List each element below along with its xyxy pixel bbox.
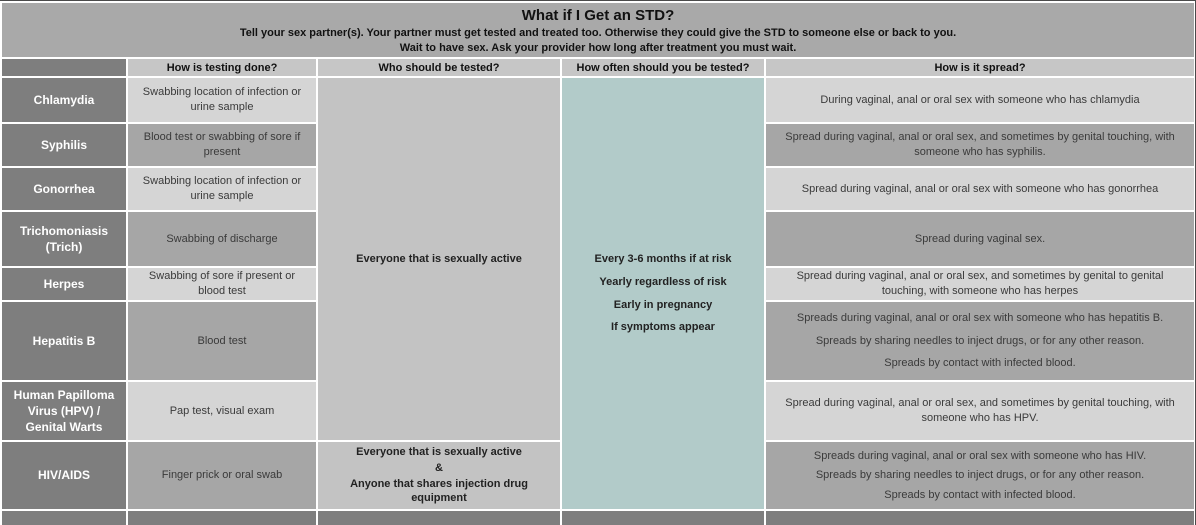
who-line: Anyone that shares injection drug equipm… [350, 477, 528, 505]
table-row-gonorrhea: Gonorrhea Swabbing location of infection… [2, 168, 1195, 210]
spread-line: Spreads by contact with infected blood. [884, 488, 1076, 501]
spread-line: Spreads during vaginal, anal or oral sex… [813, 449, 1147, 462]
table-row-herpes: Herpes Swabbing of sore if present or bl… [2, 268, 1195, 300]
table-row-trichomoniasis: Trichomoniasis (Trich) Swabbing of disch… [2, 212, 1195, 266]
spread-cell-trichomoniasis: Spread during vaginal sex. [766, 212, 1195, 266]
corner-cell [2, 59, 126, 76]
table-row-hepatitis-b: Hepatitis B Blood test Spreads during va… [2, 302, 1195, 380]
spread-cell-hepatitis-b: Spreads during vaginal, anal or oral sex… [766, 302, 1195, 380]
table-row-chlamydia: Chlamydia Swabbing location of infection… [2, 78, 1195, 509]
frequency-merged-cell: Every 3-6 months if at risk Yearly regar… [562, 78, 764, 509]
who-cell-hiv-aids: Everyone that is sexually active & Anyon… [318, 442, 560, 509]
row-header-trichomoniasis: Trichomoniasis (Trich) [2, 212, 126, 266]
row-header-hiv-aids: HIV/AIDS [2, 442, 126, 509]
subtitle-line-2: Wait to have sex. Ask your provider how … [399, 42, 797, 54]
clipped-cell [2, 511, 126, 525]
testing-cell-chlamydia: Swabbing location of infection or urine … [128, 78, 316, 122]
page-title: What if I Get an STD? [521, 7, 675, 24]
table-row-hiv-aids: HIV/AIDS Finger prick or oral swab Every… [2, 442, 1195, 509]
row-header-hpv: Human Papilloma Virus (HPV) / Genital Wa… [2, 382, 126, 440]
table-row-hpv: Human Papilloma Virus (HPV) / Genital Wa… [2, 382, 1195, 440]
title-row: What if I Get an STD? Tell your sex part… [2, 3, 1195, 57]
title-banner: What if I Get an STD? Tell your sex part… [2, 3, 1195, 57]
clipped-cell [562, 511, 764, 525]
who-line: & [435, 461, 443, 474]
spread-cell-gonorrhea: Spread during vaginal, anal or oral sex … [766, 168, 1195, 210]
subtitle-line-1: Tell your sex partner(s). Your partner m… [239, 27, 957, 39]
testing-cell-hepatitis-b: Blood test [128, 302, 316, 380]
column-header-row: How is testing done? Who should be teste… [2, 59, 1195, 76]
spread-cell-hiv-aids: Spreads during vaginal, anal or oral sex… [766, 442, 1195, 509]
frequency-line: Every 3-6 months if at risk [594, 252, 732, 265]
spread-line: Spreads by sharing needles to inject dru… [815, 469, 1145, 482]
testing-cell-hpv: Pap test, visual exam [128, 382, 316, 440]
clipped-bottom-row [2, 511, 1195, 525]
testing-cell-syphilis: Blood test or swabbing of sore if presen… [128, 124, 316, 166]
frequency-line: Yearly regardless of risk [599, 275, 727, 288]
column-header-who: Who should be tested? [318, 59, 560, 76]
spread-line: Spreads by contact with infected blood. [884, 356, 1076, 369]
testing-cell-herpes: Swabbing of sore if present or blood tes… [128, 268, 316, 300]
spread-line: Spreads during vaginal, anal or oral sex… [796, 312, 1164, 325]
frequency-line: Early in pregnancy [613, 298, 713, 311]
clipped-cell [128, 511, 316, 525]
spread-cell-chlamydia: During vaginal, anal or oral sex with so… [766, 78, 1195, 122]
frequency-line: If symptoms appear [611, 321, 715, 334]
spread-line: Spreads by sharing needles to inject dru… [815, 334, 1145, 347]
row-header-chlamydia: Chlamydia [2, 78, 126, 122]
testing-cell-hiv-aids: Finger prick or oral swab [128, 442, 316, 509]
column-header-frequency: How often should you be tested? [562, 59, 764, 76]
column-header-testing: How is testing done? [128, 59, 316, 76]
row-header-syphilis: Syphilis [2, 124, 126, 166]
clipped-cell [766, 511, 1195, 525]
clipped-cell [318, 511, 560, 525]
row-header-hepatitis-b: Hepatitis B [2, 302, 126, 380]
column-header-spread: How is it spread? [766, 59, 1195, 76]
row-header-gonorrhea: Gonorrhea [2, 168, 126, 210]
row-header-herpes: Herpes [2, 268, 126, 300]
who-merged-cell: Everyone that is sexually active [318, 78, 560, 440]
testing-cell-gonorrhea: Swabbing location of infection or urine … [128, 168, 316, 210]
spread-cell-syphilis: Spread during vaginal, anal or oral sex,… [766, 124, 1195, 166]
table-row-syphilis: Syphilis Blood test or swabbing of sore … [2, 124, 1195, 166]
spread-cell-hpv: Spread during vaginal, anal or oral sex,… [766, 382, 1195, 440]
spread-cell-herpes: Spread during vaginal, anal or oral sex,… [766, 268, 1195, 300]
who-line: Everyone that is sexually active [356, 445, 522, 458]
testing-cell-trichomoniasis: Swabbing of discharge [128, 212, 316, 266]
